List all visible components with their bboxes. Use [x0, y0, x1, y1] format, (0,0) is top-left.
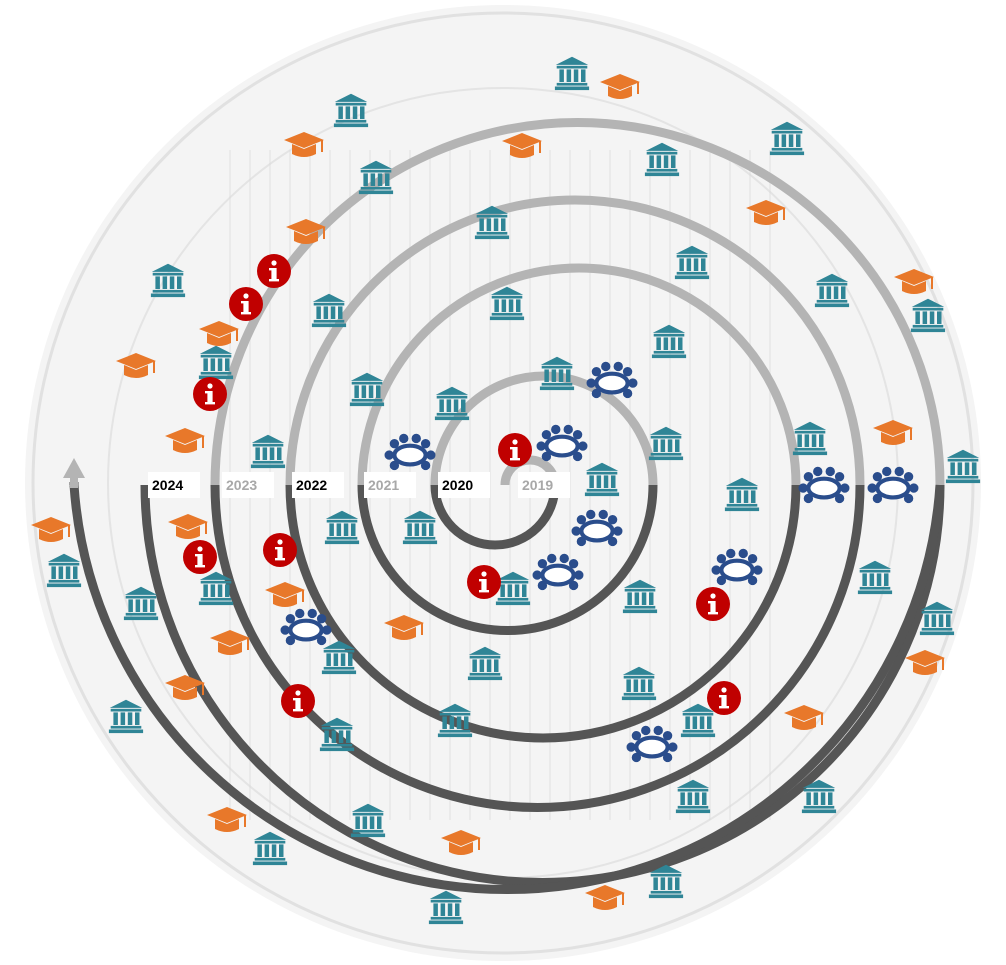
info-icon	[183, 540, 217, 574]
spiral-segment	[357, 484, 658, 635]
year-label-2019: 2019	[522, 477, 553, 493]
info-icon	[229, 287, 263, 321]
info-icon	[498, 433, 532, 467]
year-label-2021: 2021	[368, 477, 399, 493]
info-icon	[263, 533, 297, 567]
info-icon	[281, 684, 315, 718]
event-icons	[31, 56, 981, 925]
info-icon	[193, 377, 227, 411]
spiral-segment	[285, 195, 865, 486]
spiral-segment	[285, 484, 801, 743]
year-label-2022: 2022	[296, 477, 327, 493]
spiral-segment	[430, 371, 658, 486]
info-icon	[707, 681, 741, 715]
spiral-segment-outer	[69, 484, 945, 895]
info-icon	[467, 565, 501, 599]
spiral-segment	[140, 484, 945, 887]
spiral-segment	[430, 484, 560, 550]
spiral-segment	[357, 263, 801, 486]
spiral-track	[63, 118, 945, 895]
year-label-2020: 2020	[442, 477, 473, 493]
year-labels: 2019 2020 2021 2022 2023 2024	[148, 472, 570, 498]
spiral-arrow-head	[63, 458, 85, 478]
year-label-2023: 2023	[226, 477, 257, 493]
info-icon	[696, 587, 730, 621]
spiral-segment	[210, 484, 865, 812]
info-icon	[257, 254, 291, 288]
year-label-2024: 2024	[152, 477, 183, 493]
